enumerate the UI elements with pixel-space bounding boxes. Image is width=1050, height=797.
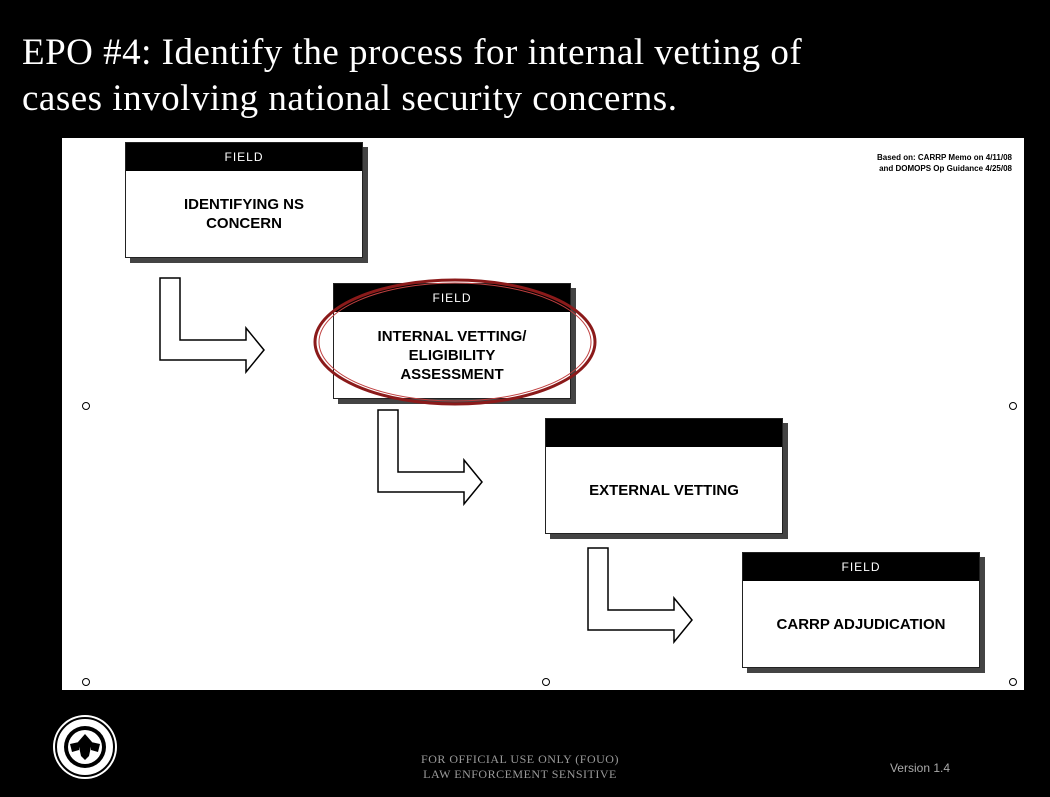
step-label: INTERNAL VETTING/ ELIGIBILITY ASSESSMENT (334, 312, 570, 398)
source-note-line-2: and DOMOPS Op Guidance 4/25/08 (879, 164, 1012, 173)
footer-line-2: LAW ENFORCEMENT SENSITIVE (423, 767, 617, 781)
handle-dot (82, 678, 90, 686)
step-header (546, 419, 782, 447)
step-header: FIELD (126, 143, 362, 171)
step-label-line: CONCERN (206, 215, 282, 232)
handle-dot (1009, 402, 1017, 410)
step-label: EXTERNAL VETTING (546, 447, 782, 533)
dhs-seal-icon (53, 715, 117, 779)
step-carrp-adjudication: FIELD CARRP ADJUDICATION (742, 552, 980, 668)
slide-title: EPO #4: Identify the process for interna… (22, 30, 1032, 122)
step-internal-vetting: FIELD INTERNAL VETTING/ ELIGIBILITY ASSE… (333, 283, 571, 399)
flow-panel: Based on: CARRP Memo on 4/11/08 and DOMO… (62, 138, 1024, 690)
flow-arrow-icon (159, 277, 265, 374)
classification-footer: FOR OFFICIAL USE ONLY (FOUO) LAW ENFORCE… (330, 752, 710, 782)
step-external-vetting: EXTERNAL VETTING (545, 418, 783, 534)
handle-dot (1009, 678, 1017, 686)
footer-line-1: FOR OFFICIAL USE ONLY (FOUO) (421, 752, 619, 766)
step-label: IDENTIFYING NS CONCERN (126, 171, 362, 257)
version-label: Version 1.4 (889, 761, 951, 775)
highlight-ellipse (313, 278, 597, 406)
source-note-line-1: Based on: CARRP Memo on 4/11/08 (877, 153, 1012, 162)
handle-dot (542, 678, 550, 686)
flow-arrow-icon (587, 547, 693, 644)
step-label-line: EXTERNAL VETTING (589, 481, 739, 499)
step-header: FIELD (743, 553, 979, 581)
step-identifying-ns-concern: FIELD IDENTIFYING NS CONCERN (125, 142, 363, 258)
step-label: CARRP ADJUDICATION (743, 581, 979, 667)
title-line-1: EPO #4: Identify the process for interna… (22, 32, 803, 73)
source-note: Based on: CARRP Memo on 4/11/08 and DOMO… (772, 152, 1012, 174)
step-label-line: INTERNAL VETTING/ (377, 327, 527, 345)
step-label-line: CARRP ADJUDICATION (776, 615, 946, 633)
step-label-line: IDENTIFYING NS (183, 196, 304, 213)
handle-dot (82, 402, 90, 410)
step-label-line: ELIGIBILITY (408, 346, 496, 364)
title-line-2: cases involving national security concer… (22, 78, 678, 119)
flow-arrow-icon (377, 409, 483, 506)
step-label-line: ASSESSMENT (400, 365, 504, 383)
